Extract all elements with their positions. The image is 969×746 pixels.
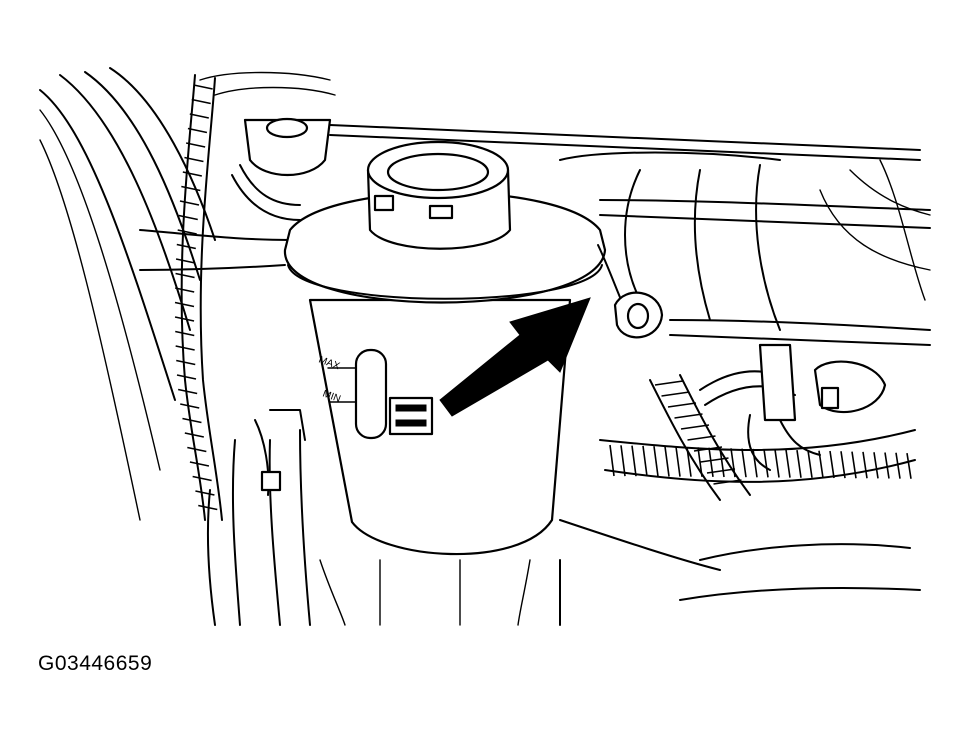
- level-marks: MAX MIN: [317, 348, 434, 440]
- harness-rib: [187, 127, 208, 134]
- harness-rib: [674, 413, 703, 419]
- harness-rib: [700, 457, 729, 463]
- harness-rib: [193, 84, 213, 90]
- dipstick-loop: [597, 244, 664, 339]
- harness-rib: [175, 272, 195, 279]
- right-background-parts: [559, 151, 931, 346]
- harness-rib: [182, 417, 202, 424]
- harness-rib: [185, 142, 206, 148]
- harness-rib: [176, 243, 196, 250]
- harness-rib: [807, 450, 813, 478]
- harness-rib: [631, 445, 637, 477]
- lower-background-parts: [206, 429, 921, 626]
- reservoir: [283, 140, 607, 556]
- right-hoses: [699, 343, 887, 471]
- harness-rib: [195, 490, 215, 496]
- harness-rib: [851, 451, 857, 479]
- harness-rib: [181, 185, 201, 192]
- harness-rib: [680, 424, 710, 430]
- harness-rib: [862, 451, 868, 479]
- harness-rib: [180, 403, 200, 409]
- harness-rib: [176, 359, 196, 366]
- lower-right-harness: [599, 374, 916, 501]
- level-indicator-arrow: [439, 297, 591, 417]
- harness-rib: [687, 435, 716, 441]
- harness-rib: [182, 171, 202, 177]
- harness-rib: [642, 445, 648, 477]
- harness-rib: [796, 449, 802, 478]
- harness-rib: [661, 391, 690, 397]
- harness-rib: [653, 446, 659, 477]
- harness-rib: [906, 452, 912, 479]
- harness-rib: [184, 156, 204, 163]
- harness-rib: [187, 446, 207, 453]
- harness-rib: [620, 445, 626, 477]
- harness-rib: [192, 475, 212, 482]
- reservoir-bracket: [254, 409, 306, 496]
- harness-rib: [174, 316, 195, 322]
- harness-rib: [189, 113, 209, 119]
- harness-rib: [840, 451, 846, 479]
- harness-rib: [706, 468, 736, 474]
- harness-rib: [176, 374, 197, 380]
- harness-rib: [177, 229, 197, 235]
- harness-rib: [664, 446, 670, 477]
- harness-rib: [675, 446, 681, 477]
- harness-rib: [175, 287, 195, 293]
- harness-rib: [873, 452, 879, 479]
- harness-rib: [895, 452, 901, 479]
- harness-rib: [818, 450, 824, 479]
- harness-rib: [191, 98, 211, 105]
- harness-rib: [178, 214, 198, 221]
- figure-id-label: G03446659: [38, 652, 153, 675]
- left-wiring-harness: [174, 74, 223, 521]
- harness-rib: [189, 461, 210, 467]
- harness-rib: [654, 380, 684, 386]
- harness-rib: [829, 450, 835, 479]
- harness-rib: [175, 258, 196, 264]
- harness-rib: [774, 449, 780, 478]
- harness-rib: [667, 402, 697, 408]
- harness-rib: [763, 449, 769, 478]
- harness-rib: [741, 448, 747, 478]
- harness-rib: [179, 200, 200, 206]
- harness-rib: [177, 388, 198, 395]
- harness-rib: [884, 452, 890, 479]
- harness-rib: [184, 432, 204, 438]
- left-background-lines: [39, 67, 336, 521]
- harness-rib: [713, 479, 742, 485]
- harness-rib: [752, 448, 758, 478]
- harness-rib: [175, 345, 195, 351]
- harness-rib: [785, 449, 791, 478]
- harness-rib: [609, 444, 615, 477]
- harness-rib: [174, 301, 195, 308]
- harness-rib: [693, 446, 723, 452]
- hose-filler-cap: [231, 117, 921, 221]
- harness-rib: [175, 330, 195, 337]
